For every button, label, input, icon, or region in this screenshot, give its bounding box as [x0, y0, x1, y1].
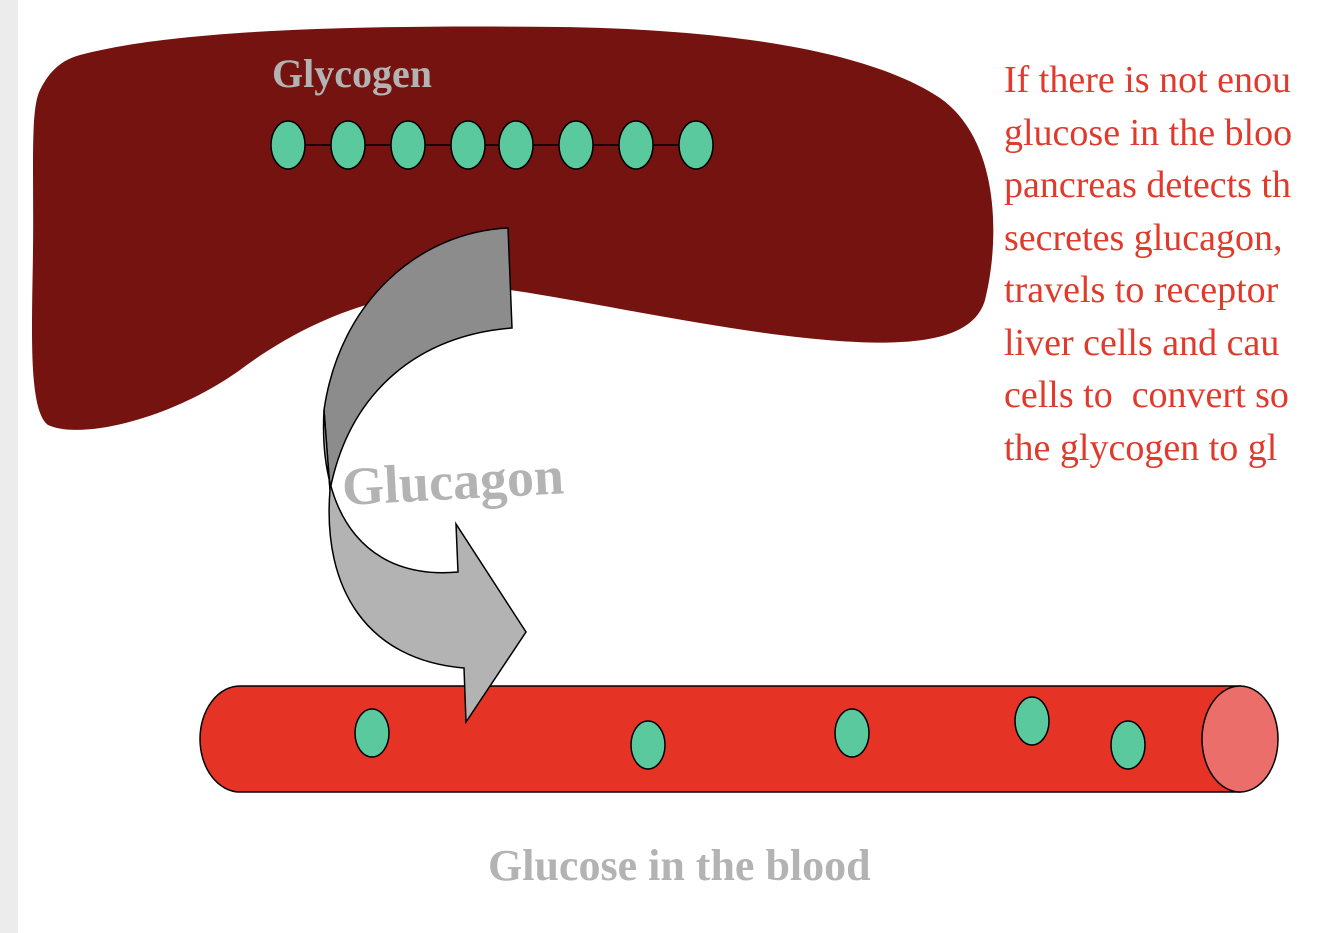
glucagon-label: Glucagon	[340, 445, 566, 517]
glucose-icon	[354, 708, 390, 758]
explanation-line: pancreas detects th	[1004, 164, 1291, 206]
explanation-line: If there is not enou	[1004, 59, 1292, 101]
glucose-icon	[450, 120, 486, 170]
liver-shape	[32, 26, 994, 430]
explanation-line: the glycogen to gl	[1004, 426, 1278, 469]
glucose-icon	[834, 708, 870, 758]
glucose-icon	[498, 120, 534, 170]
explanation-line: travels to receptor	[1004, 269, 1279, 311]
glucose-icon	[330, 120, 366, 170]
curved-arrow-icon	[322, 227, 527, 725]
blood-vessel	[199, 685, 1279, 793]
glucose-icon	[390, 120, 426, 170]
left-margin-bar	[0, 0, 18, 933]
glycogen-chain	[270, 120, 714, 170]
explanation-line: secretes glucagon,	[1004, 216, 1283, 259]
blood-glucose-label: Glucose in the blood	[488, 841, 871, 890]
glucose-icon	[1014, 696, 1050, 746]
arrow-lower-band	[322, 409, 527, 725]
glucose-icon	[558, 120, 594, 170]
glucose-icon	[630, 720, 666, 770]
blood-vessel-body	[199, 685, 1241, 793]
explanation-line: glucose in the bloo	[1004, 111, 1293, 154]
explanation-line: liver cells and cau	[1004, 321, 1280, 364]
blood-vessel-end	[1201, 685, 1279, 793]
glycogen-label: Glycogen	[272, 51, 432, 96]
blood-glucose-group	[354, 696, 1146, 770]
glucose-icon	[270, 120, 306, 170]
glucose-icon	[1110, 720, 1146, 770]
explanation-line: cells to convert so	[1004, 374, 1289, 416]
glucose-icon	[678, 120, 714, 170]
glucose-icon	[618, 120, 654, 170]
explanation-text: If there is not enou glucose in the bloo…	[1004, 54, 1322, 474]
